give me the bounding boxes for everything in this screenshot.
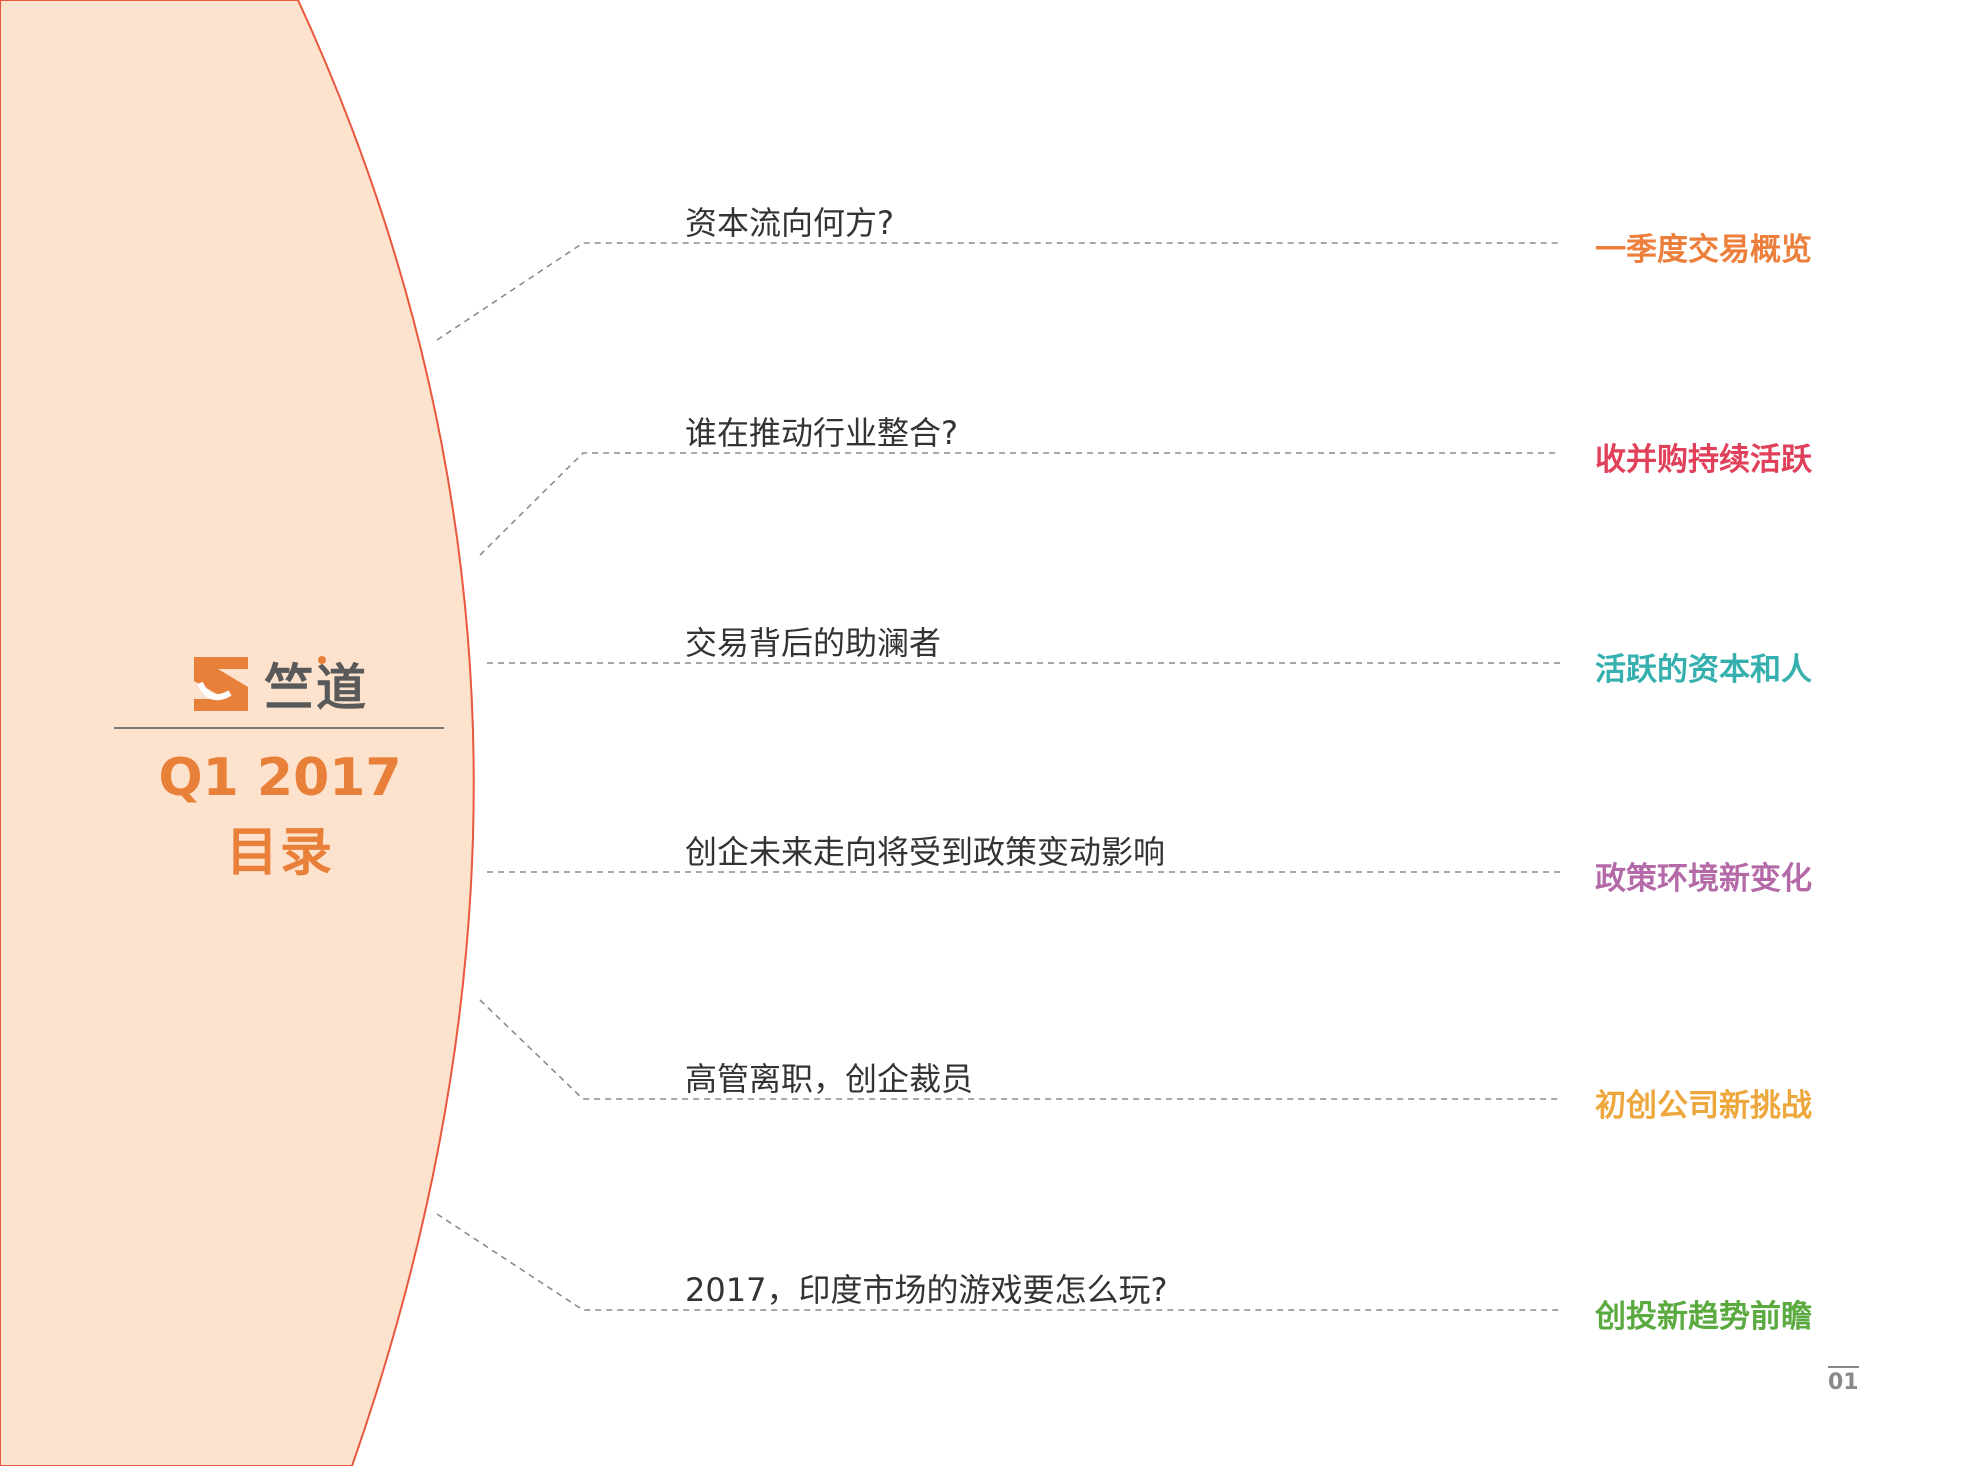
- zhudao-logo-icon: [194, 657, 248, 711]
- toc-question-2: 谁在推动行业整合?: [685, 414, 958, 452]
- toc-question-5: 高管离职，创企裁员: [685, 1060, 974, 1098]
- toc-tag-3: 活跃的资本和人: [1595, 652, 1812, 688]
- toc-tag-4: 政策环境新变化: [1595, 861, 1812, 897]
- toc-heading: 目录: [225, 823, 334, 883]
- toc-tag-2: 收并购持续活跃: [1595, 442, 1812, 478]
- connector-5: [479, 999, 1560, 1100]
- toc-question-6: 2017，印度市场的游戏要怎么玩?: [685, 1271, 1168, 1309]
- connector-2: [479, 452, 1560, 556]
- report-period: Q1 2017: [158, 748, 402, 808]
- toc-tag-6: 创投新趋势前瞻: [1595, 1299, 1812, 1335]
- connector-1: [436, 242, 1560, 341]
- connector-6: [436, 1213, 1560, 1311]
- toc-tag-1: 一季度交易概览: [1595, 232, 1812, 268]
- toc-question-1: 资本流向何方?: [685, 204, 894, 242]
- toc-question-4: 创企未来走向将受到政策变动影响: [685, 833, 1166, 871]
- logo-accent-dot: [318, 656, 326, 664]
- toc-tag-5: 初创公司新挑战: [1595, 1088, 1812, 1124]
- page-number: 01: [1828, 1366, 1859, 1395]
- peach-panel: [0, 0, 475, 1466]
- toc-connectors: [436, 242, 1560, 1311]
- logo-name: 竺道: [264, 659, 368, 717]
- toc-question-3: 交易背后的助澜者: [685, 624, 942, 662]
- brand-logo: 竺道: [190, 648, 368, 720]
